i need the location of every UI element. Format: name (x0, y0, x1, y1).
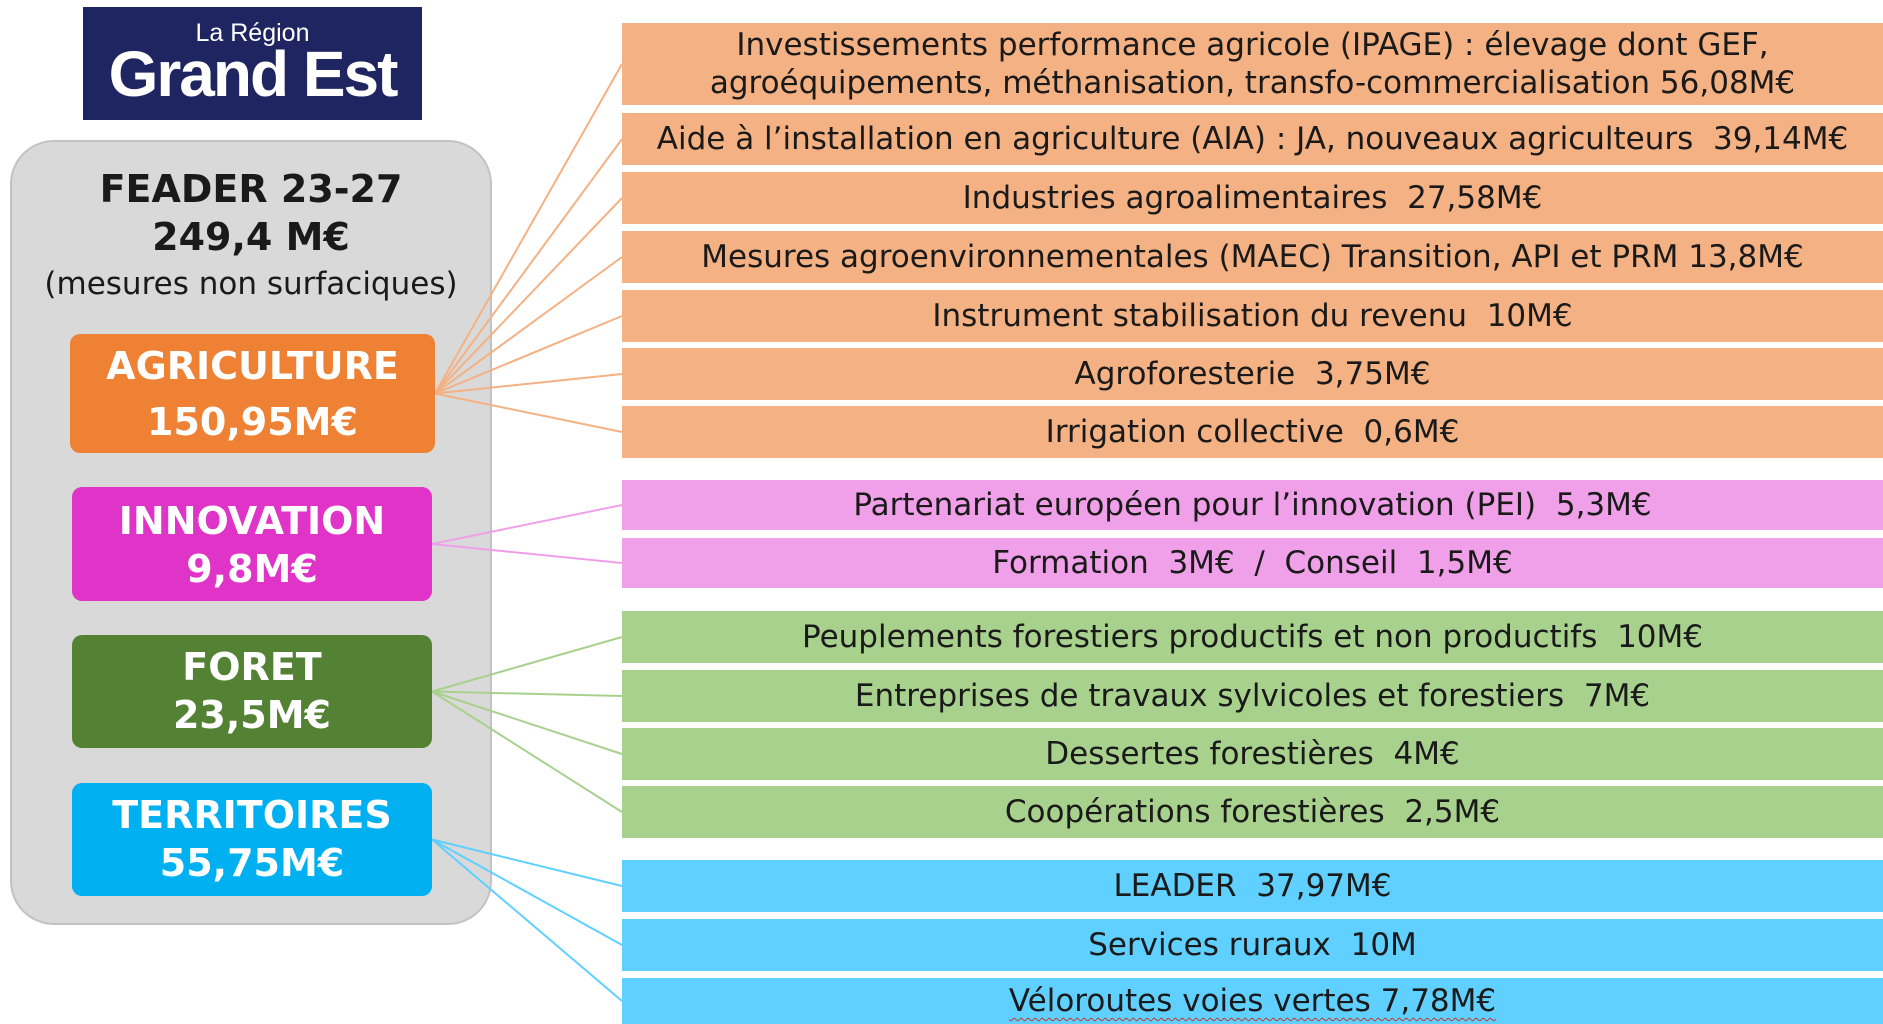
category-innovation: INNOVATION 9,8M€ (72, 487, 432, 601)
connector-line (431, 690, 623, 755)
item-text: Peuplements forestiers productifs et non… (802, 619, 1703, 655)
connector-line (434, 197, 623, 395)
item-row: Peuplements forestiers productifs et non… (622, 611, 1883, 663)
logo-top-text: La Région (195, 19, 310, 47)
item-text: Instrument stabilisation du revenu 10M€ (932, 298, 1573, 334)
summary-title-block: FEADER 23-27 249,4 M€ (10, 165, 492, 261)
item-row: Entreprises de travaux sylvicoles et for… (622, 670, 1883, 722)
item-text: Véloroutes voies vertes 7,78M€ (1008, 983, 1497, 1019)
item-row: Dessertes forestières 4M€ (622, 728, 1883, 780)
category-name: INNOVATION (118, 499, 386, 543)
region-logo: La Région Grand Est (83, 7, 422, 120)
connector-line (434, 373, 623, 395)
category-territoires: TERRITOIRES 55,75M€ (72, 783, 432, 896)
category-amount: 150,95M€ (147, 400, 358, 444)
item-row: Partenariat européen pour l’innovation (… (622, 480, 1883, 530)
summary-amount: 249,4 M€ (152, 215, 350, 259)
item-text: Partenariat européen pour l’innovation (… (853, 487, 1652, 523)
connector-line (431, 838, 623, 1002)
item-row: Véloroutes voies vertes 7,78M€ (622, 978, 1883, 1024)
item-row: Formation 3M€ / Conseil 1,5M€ (622, 538, 1883, 588)
connector-line (431, 543, 623, 564)
connector-line (431, 636, 623, 693)
item-text: Services ruraux 10M (1088, 927, 1417, 963)
summary-note: (mesures non surfaciques) (44, 266, 458, 302)
category-name: FORET (182, 645, 322, 689)
item-text: Irrigation collective 0,6M€ (1045, 414, 1460, 450)
item-text: Mesures agroenvironnementales (MAEC) Tra… (701, 239, 1804, 275)
category-name: AGRICULTURE (106, 344, 399, 388)
connector-line (431, 838, 623, 887)
connector-line (431, 690, 623, 813)
item-text: LEADER 37,97M€ (1113, 868, 1392, 904)
connector-line (431, 504, 623, 545)
item-text: Coopérations forestières 2,5M€ (1004, 794, 1501, 830)
item-text: Formation 3M€ / Conseil 1,5M€ (992, 545, 1513, 581)
category-amount: 55,75M€ (159, 841, 345, 885)
category-amount: 9,8M€ (186, 547, 318, 591)
item-text: Agroforesterie 3,75M€ (1074, 356, 1431, 392)
connector-line (434, 63, 623, 394)
connector-line (434, 315, 623, 395)
item-text: Investissements performance agricole (IP… (709, 27, 1796, 101)
item-row: Agroforesterie 3,75M€ (622, 348, 1883, 400)
logo-main-text: Grand Est (108, 38, 399, 110)
connector-line (434, 256, 623, 395)
item-row: Industries agroalimentaires 27,58M€ (622, 172, 1883, 224)
connector-line (431, 690, 623, 697)
item-row: Instrument stabilisation du revenu 10M€ (622, 290, 1883, 342)
connector-line (434, 392, 623, 433)
category-amount: 23,5M€ (172, 693, 331, 737)
category-name: TERRITOIRES (112, 793, 392, 837)
item-text: Entreprises de travaux sylvicoles et for… (854, 678, 1651, 714)
item-row: Coopérations forestières 2,5M€ (622, 786, 1883, 838)
item-text: Aide à l’installation en agriculture (AI… (656, 121, 1849, 157)
item-row: Aide à l’installation en agriculture (AI… (622, 113, 1883, 165)
category-foret: FORET 23,5M€ (72, 635, 432, 748)
item-text: Industries agroalimentaires 27,58M€ (962, 180, 1543, 216)
connector-line (434, 138, 623, 395)
category-agriculture: AGRICULTURE 150,95M€ (70, 334, 435, 453)
item-row: Irrigation collective 0,6M€ (622, 406, 1883, 458)
item-row: Investissements performance agricole (IP… (622, 23, 1883, 105)
summary-title: FEADER 23-27 (99, 167, 403, 211)
item-row: Services ruraux 10M (622, 919, 1883, 971)
connector-line (431, 838, 623, 946)
item-row: Mesures agroenvironnementales (MAEC) Tra… (622, 231, 1883, 283)
item-text: Dessertes forestières 4M€ (1045, 736, 1460, 772)
item-row: LEADER 37,97M€ (622, 860, 1883, 912)
